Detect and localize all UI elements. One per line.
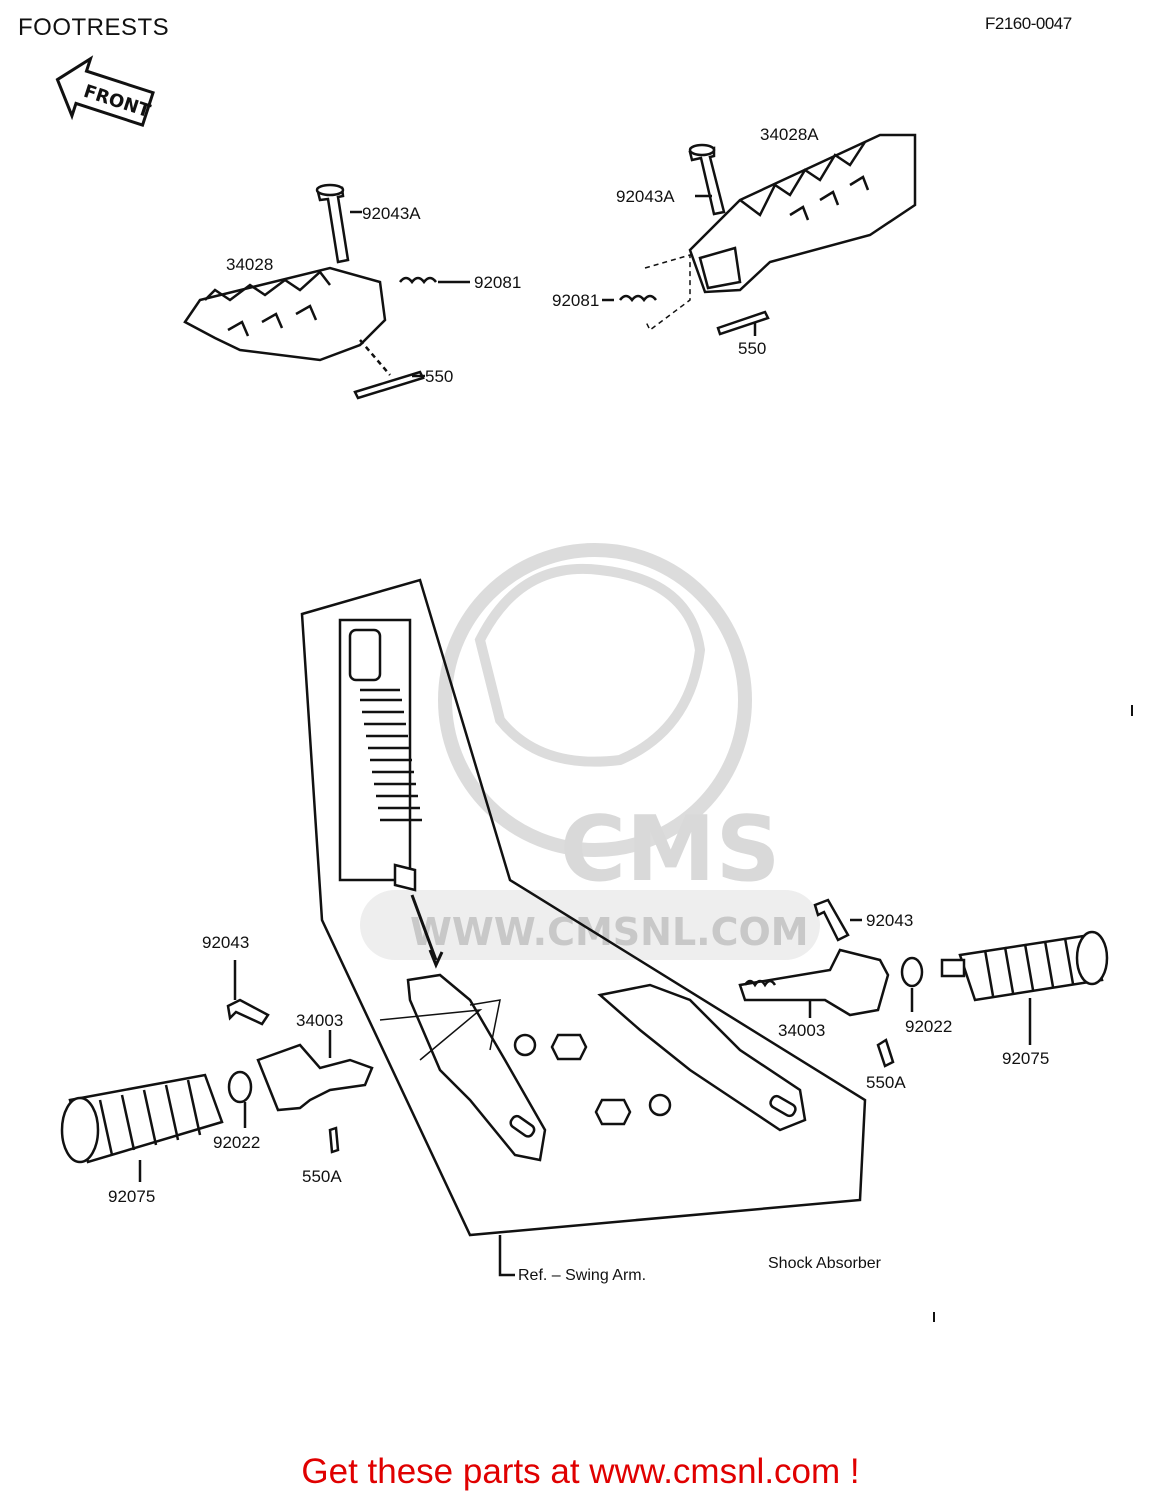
label-top-right-footrest: 34028A — [760, 125, 819, 144]
label-shock-absorber: Shock Absorber — [768, 1255, 882, 1272]
footrest-right-assembly — [602, 133, 917, 336]
label-bottom-left-rubber: 92075 — [108, 1187, 155, 1206]
label-bottom-left-pin: 550A — [302, 1167, 342, 1186]
label-top-right-spring: 92081 — [552, 291, 599, 310]
page-title: FOOTRESTS — [18, 14, 170, 41]
watermark-url: WWW.CMSNL.COM — [410, 910, 809, 954]
label-top-right-pin: 550 — [738, 339, 766, 358]
label-bottom-left-washer: 92022 — [213, 1133, 260, 1152]
label-top-left-spring: 92081 — [474, 273, 521, 292]
passenger-footrest-left — [60, 960, 374, 1182]
label-top-right-bolt: 92043A — [616, 187, 675, 206]
diagram-code: F2160-0047 — [985, 14, 1072, 33]
label-bottom-right-pin: 550A — [866, 1073, 906, 1092]
label-bottom-left-bracket: 34003 — [296, 1011, 343, 1030]
watermark: CMS WWW.CMSNL.COM — [360, 543, 820, 960]
footrest-left-assembly — [183, 183, 470, 400]
shock-absorber-frame — [300, 578, 867, 1277]
label-top-left-footrest: 34028 — [226, 255, 273, 274]
label-bottom-right-rubber: 92075 — [1002, 1049, 1049, 1068]
label-bottom-right-washer: 92022 — [905, 1017, 952, 1036]
footer-cta: Get these parts at www.cmsnl.com ! — [0, 1452, 1161, 1492]
passenger-footrest-right — [738, 898, 1109, 1068]
footer-link[interactable]: Get these parts at www.cmsnl.com ! — [301, 1452, 860, 1491]
label-top-left-pin: 550 — [425, 367, 453, 386]
watermark-brand: CMS — [560, 797, 780, 902]
label-top-left-bolt: 92043A — [362, 204, 421, 223]
label-bottom-left-bolt: 92043 — [202, 933, 249, 952]
front-arrow: FRONT — [55, 55, 155, 127]
label-ref-swing-arm: Ref. – Swing Arm. — [518, 1267, 646, 1284]
parts-diagram: CMS WWW.CMSNL.COM FRONT 92043A 34028 920… — [55, 55, 1133, 1322]
label-bottom-right-bolt: 92043 — [866, 911, 913, 930]
label-bottom-right-bracket: 34003 — [778, 1021, 825, 1040]
